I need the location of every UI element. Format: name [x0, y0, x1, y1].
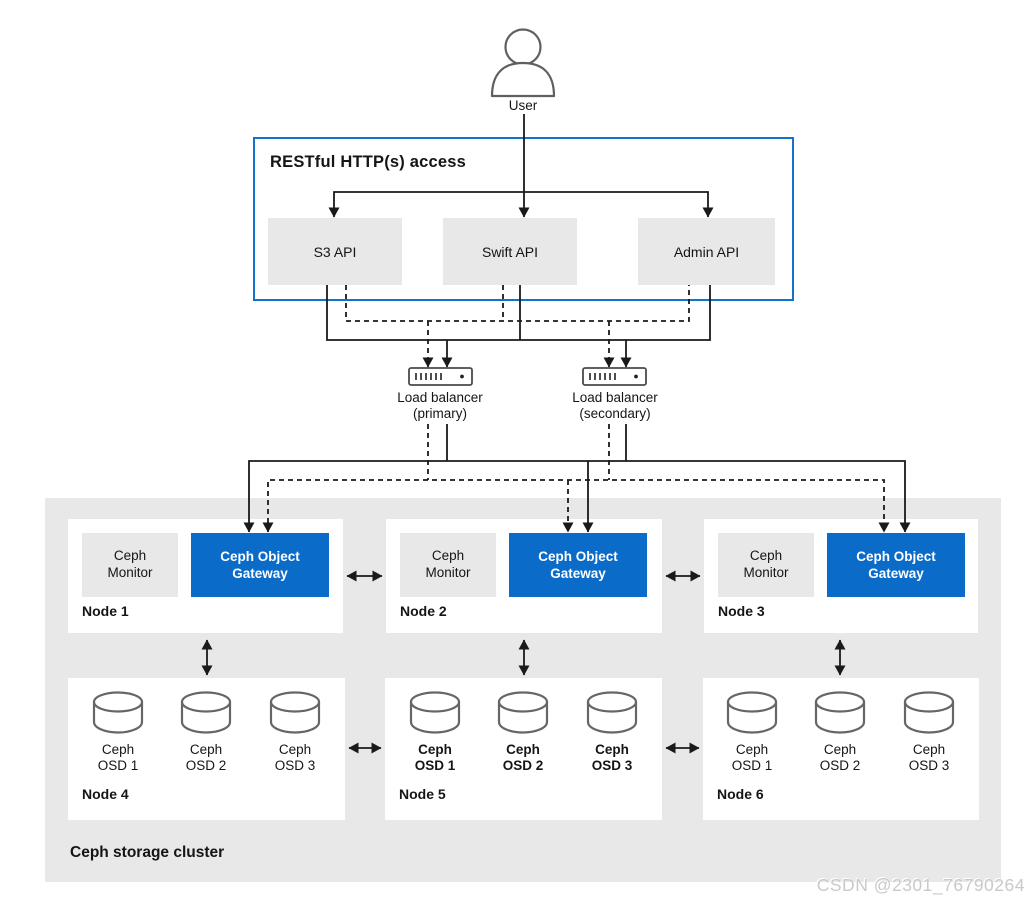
- disk-icon: [269, 691, 321, 734]
- ceph-object-gateway-label: Ceph Object Gateway: [856, 548, 936, 581]
- osd-cell: Ceph OSD 2: [489, 691, 557, 775]
- admin-api-label: Admin API: [673, 243, 740, 260]
- osd-label: Ceph OSD 2: [819, 742, 861, 774]
- disk-icon: [180, 691, 232, 734]
- osd-cell: Ceph OSD 3: [261, 691, 329, 775]
- node-1: Ceph Monitor Ceph Object Gateway Node 1: [68, 519, 343, 633]
- ceph-monitor-label: Ceph Monitor: [425, 548, 471, 580]
- node-4: Ceph OSD 1 Ceph OSD 2 Ceph OSD 3 Node 4: [68, 678, 345, 820]
- swift-api-box: Swift API: [443, 218, 577, 285]
- user-icon: [490, 28, 556, 98]
- osd-label: Ceph OSD 2: [185, 742, 227, 774]
- lb-secondary-line1: Load balancer: [572, 390, 658, 405]
- lb-secondary-line2: (secondary): [579, 405, 651, 421]
- user-label: User: [508, 98, 538, 113]
- node-6: Ceph OSD 1 Ceph OSD 2 Ceph OSD 3 Node 6: [703, 678, 979, 820]
- lb-primary-line1: Load balancer: [397, 390, 483, 405]
- disk-icon: [409, 691, 461, 734]
- osd-cell: Ceph OSD 2: [172, 691, 240, 775]
- disk-icon: [903, 691, 955, 734]
- load-balancer-icon: [582, 367, 647, 386]
- ceph-monitor-box: Ceph Monitor: [82, 533, 178, 597]
- load-balancer-icon: [408, 367, 473, 386]
- ceph-object-gateway-box: Ceph Object Gateway: [509, 533, 647, 597]
- node-1-label: Node 1: [82, 603, 129, 619]
- disk-icon: [586, 691, 638, 734]
- node-2-label: Node 2: [400, 603, 447, 619]
- load-balancer-secondary-label: Load balancer (secondary): [550, 390, 680, 422]
- osd-label: Ceph OSD 3: [908, 742, 950, 774]
- disk-icon: [92, 691, 144, 734]
- node-3-label: Node 3: [718, 603, 765, 619]
- node-6-label: Node 6: [717, 786, 764, 802]
- node-4-label: Node 4: [82, 786, 129, 802]
- cluster-title: Ceph storage cluster: [70, 844, 225, 861]
- ceph-object-gateway-label: Ceph Object Gateway: [220, 548, 300, 581]
- osd-cell: Ceph OSD 2: [806, 691, 874, 775]
- osd-label: Ceph OSD 3: [274, 742, 316, 774]
- node-2: Ceph Monitor Ceph Object Gateway Node 2: [386, 519, 662, 633]
- osd-cell: Ceph OSD 3: [578, 691, 646, 775]
- watermark-text: CSDN @2301_76790264: [816, 875, 1025, 895]
- ceph-object-gateway-label: Ceph Object Gateway: [538, 548, 618, 581]
- osd-label: Ceph OSD 1: [731, 742, 773, 774]
- osd-cell: Ceph OSD 1: [401, 691, 469, 775]
- disk-icon: [726, 691, 778, 734]
- disk-icon: [497, 691, 549, 734]
- node-5-label: Node 5: [399, 786, 446, 802]
- osd-cell: Ceph OSD 1: [84, 691, 152, 775]
- s3-api-box: S3 API: [268, 218, 402, 285]
- s3-api-label: S3 API: [313, 243, 357, 260]
- node-3: Ceph Monitor Ceph Object Gateway Node 3: [704, 519, 978, 633]
- disk-icon: [814, 691, 866, 734]
- ceph-object-gateway-box: Ceph Object Gateway: [191, 533, 329, 597]
- swift-api-label: Swift API: [481, 243, 539, 260]
- load-balancer-primary-label: Load balancer (primary): [375, 390, 505, 422]
- lb-solid-down: [446, 424, 627, 461]
- lb-primary-line2: (primary): [413, 405, 467, 421]
- lb-dashed-down: [427, 424, 610, 480]
- restful-access-title: RESTful HTTP(s) access: [270, 153, 467, 171]
- admin-api-box: Admin API: [638, 218, 775, 285]
- osd-label: Ceph OSD 1: [97, 742, 139, 774]
- osd-cell: Ceph OSD 3: [895, 691, 963, 775]
- ceph-monitor-box: Ceph Monitor: [400, 533, 496, 597]
- ceph-monitor-label: Ceph Monitor: [107, 548, 153, 580]
- osd-label: Ceph OSD 3: [591, 742, 633, 774]
- osd-label: Ceph OSD 2: [502, 742, 544, 774]
- ceph-object-gateway-box: Ceph Object Gateway: [827, 533, 965, 597]
- ceph-monitor-box: Ceph Monitor: [718, 533, 814, 597]
- node-5: Ceph OSD 1 Ceph OSD 2 Ceph OSD 3 Node 5: [385, 678, 662, 820]
- osd-label: Ceph OSD 1: [414, 742, 456, 774]
- osd-cell: Ceph OSD 1: [718, 691, 786, 775]
- ceph-monitor-label: Ceph Monitor: [743, 548, 789, 580]
